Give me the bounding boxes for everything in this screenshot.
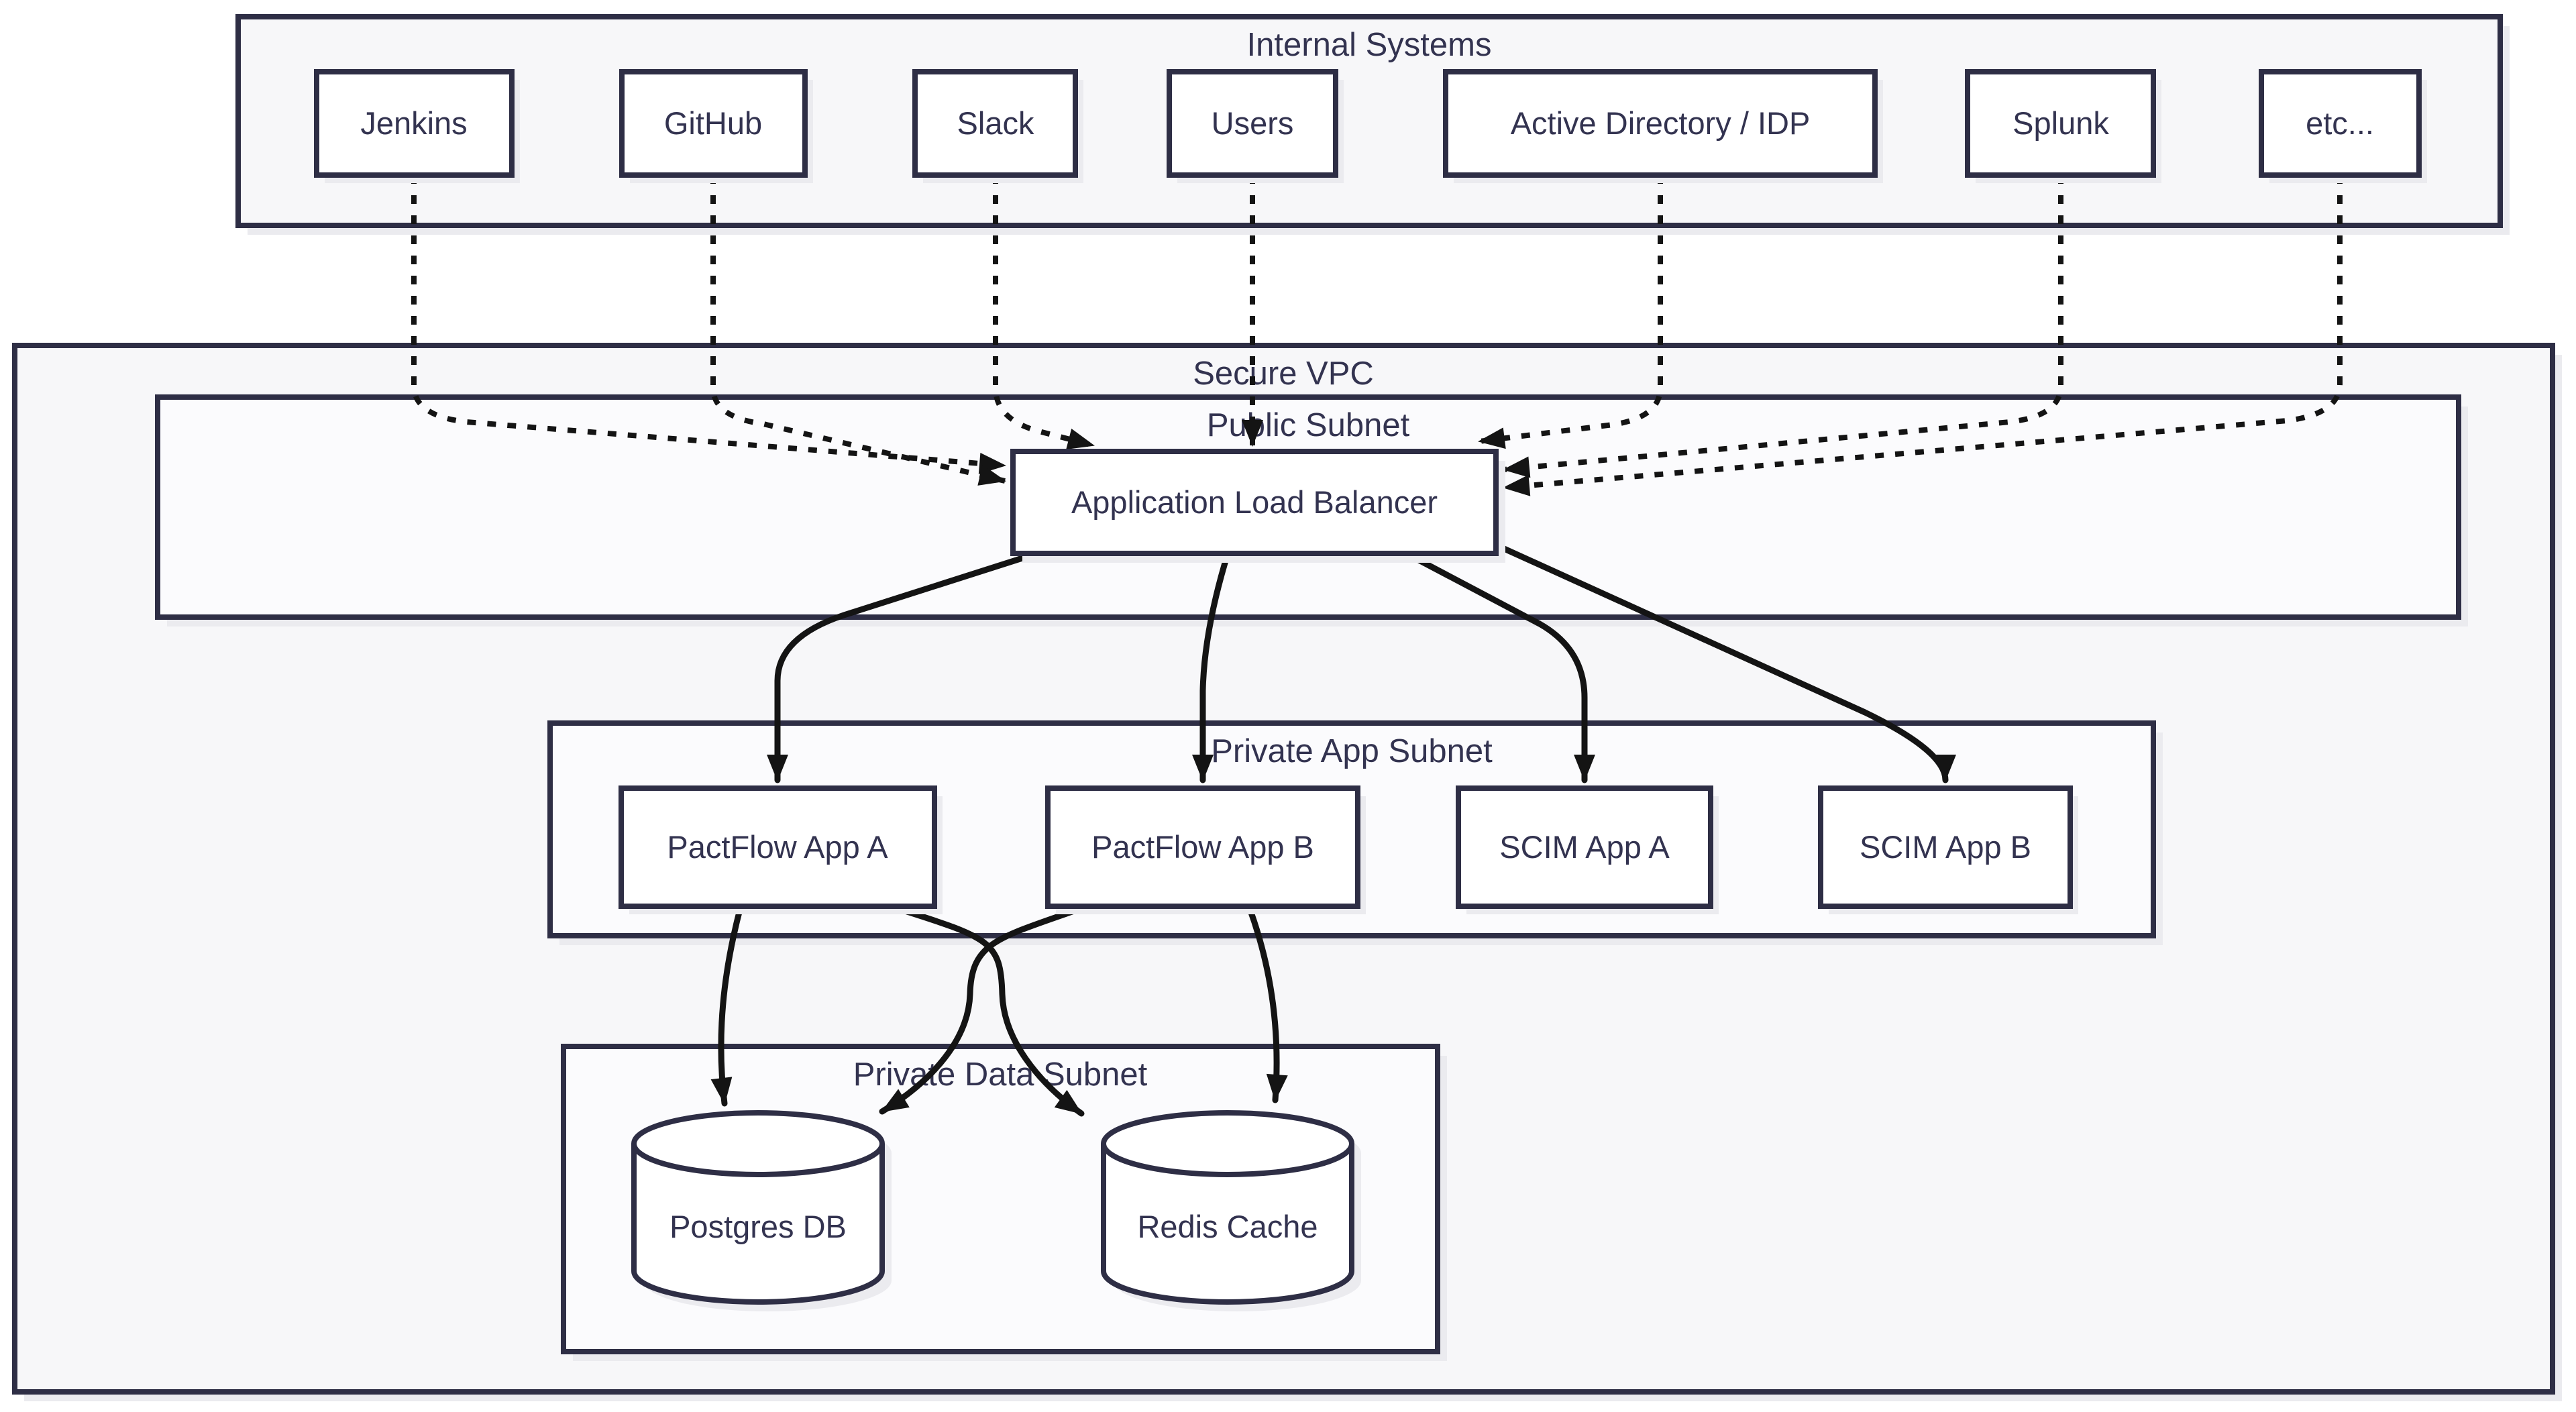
node-splunk-label: Splunk [2012, 105, 2109, 141]
secure-vpc-title: Secure VPC [1193, 356, 1374, 392]
edge-pactflow-app-a-to-postgres [710, 904, 744, 1107]
node-postgres-body [631, 1144, 885, 1305]
node-alb-box [1010, 449, 1499, 556]
edge-alb-to-scim-app-a [1404, 551, 1595, 783]
node-pactflow-app-b: PactFlow App B [1045, 785, 1366, 914]
node-users: Users [1167, 69, 1344, 183]
node-jenkins-label: Jenkins [360, 105, 467, 141]
node-github-label: GitHub [664, 105, 762, 141]
node-postgres-label: Postgres DB [669, 1209, 847, 1244]
node-scim-app-b-label: SCIM App B [1860, 829, 2031, 865]
node-alb: Application Load Balancer [1010, 449, 1505, 563]
node-users-label: Users [1212, 105, 1294, 141]
edge-alb-to-pactflow-app-b [1192, 551, 1231, 783]
node-scim-app-a-label: SCIM App A [1499, 829, 1670, 865]
node-scim-app-a: SCIM App A [1456, 785, 1719, 914]
internal-systems-title: Internal Systems [1247, 27, 1492, 63]
node-scim-app-b: SCIM App B [1818, 785, 2078, 914]
node-ad-idp-label: Active Directory / IDP [1511, 105, 1811, 141]
edge-alb-to-pactflow-app-a [767, 551, 1038, 783]
node-slack-box [912, 69, 1078, 178]
edge-alb-to-scim-app-b [1492, 541, 1956, 783]
node-redis: Redis Cache [1101, 1110, 1361, 1311]
edges [411, 175, 2343, 1117]
edge-pactflow-app-b-to-redis [1246, 904, 1288, 1103]
edge-pactflow-app-a-to-redis [889, 904, 1085, 1117]
node-pactflow-app-a-box [619, 785, 937, 909]
node-redis-body [1101, 1144, 1354, 1305]
node-github: GitHub [619, 69, 813, 183]
node-pactflow-app-b-box [1045, 785, 1360, 909]
node-ad-idp-box [1443, 69, 1878, 178]
node-pactflow-app-a: PactFlow App A [619, 785, 943, 914]
public-subnet-title: Public Subnet [1207, 407, 1410, 443]
private-data-subnet-title: Private Data Subnet [853, 1056, 1148, 1093]
public-subnet-container: Public Subnet [155, 394, 2468, 627]
node-pactflow-app-a-label: PactFlow App A [667, 829, 888, 865]
node-postgres: Postgres DB [631, 1110, 892, 1311]
node-etc: etc... [2259, 69, 2427, 183]
node-scim-app-b-box [1818, 785, 2073, 909]
edge-pactflow-app-b-to-postgres [879, 904, 1089, 1115]
node-jenkins-box [314, 69, 515, 178]
node-splunk: Splunk [1965, 69, 2161, 183]
private-app-subnet-title: Private App Subnet [1211, 733, 1493, 769]
public-subnet-box [155, 394, 2461, 620]
node-alb-label: Application Load Balancer [1071, 484, 1438, 520]
node-slack: Slack [912, 69, 1083, 183]
node-etc-label: etc... [2306, 105, 2374, 141]
node-ad-idp: Active Directory / IDP [1443, 69, 1883, 183]
node-slack-label: Slack [957, 105, 1034, 141]
node-jenkins: Jenkins [314, 69, 520, 183]
node-scim-app-a-box [1456, 785, 1713, 909]
node-redis-top [1101, 1110, 1354, 1177]
node-etc-box [2259, 69, 2422, 178]
node-github-box [619, 69, 808, 178]
node-postgres-top [631, 1110, 885, 1177]
node-pactflow-app-b-label: PactFlow App B [1091, 829, 1314, 865]
node-splunk-box [1965, 69, 2156, 178]
node-users-box [1167, 69, 1338, 178]
node-redis-label: Redis Cache [1137, 1209, 1318, 1244]
